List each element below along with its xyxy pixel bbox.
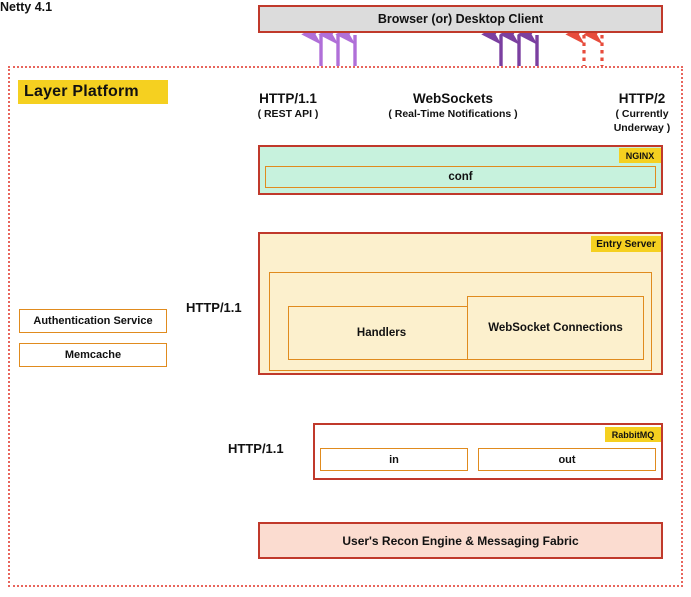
rabbitmq-in-queue[interactable]: in [320,448,468,471]
protocol-subtitle-line2: Underway ) [613,122,671,134]
protocol-label-websockets: WebSockets ( Real-Time Notifications ) [358,90,548,121]
protocol-title: WebSockets [412,91,494,106]
protocol-label-http11-rest: HTTP/1.1 ( REST API ) [228,90,348,121]
recon-engine-label: User's Recon Engine & Messaging Fabric [342,533,579,548]
page-title: Layer Platform [18,80,168,104]
rabbitmq-out-label: out [558,453,576,466]
authentication-service-label: Authentication Service [33,315,153,327]
protocol-title: HTTP/2 [618,91,666,106]
handlers-box[interactable]: Handlers [288,306,475,360]
rabbitmq-out-queue[interactable]: out [478,448,656,471]
nginx-conf-box[interactable]: conf [265,166,656,188]
client-label: Browser (or) Desktop Client [377,12,544,26]
nginx-tag: NGINX [619,148,661,163]
service-link-label: HTTP/1.1 [186,300,242,315]
memcache-box[interactable]: Memcache [19,343,167,367]
protocol-label-http2: HTTP/2 ( Currently Underway ) [597,90,687,135]
browser-desktop-client-box[interactable]: Browser (or) Desktop Client [258,5,663,33]
nginx-conf-label: conf [448,171,473,183]
handlers-label: Handlers [356,327,407,339]
netty-title: Netty 4.1 [0,0,53,14]
protocol-subtitle: ( Currently [615,108,669,120]
rabbitmq-in-label: in [389,453,399,466]
protocol-subtitle: ( Real-Time Notifications ) [388,108,518,120]
queue-link-label: HTTP/1.1 [228,441,284,456]
websocket-connections-box[interactable]: WebSocket Connections [467,296,644,360]
protocol-subtitle: ( REST API ) [257,108,319,120]
websocket-connections-label: WebSocket Connections [488,322,623,334]
memcache-label: Memcache [64,349,122,361]
recon-engine-box[interactable]: User's Recon Engine & Messaging Fabric [258,522,663,559]
protocol-title: HTTP/1.1 [259,91,317,106]
entry-server-tag: Entry Server [591,236,661,252]
rabbitmq-tag: RabbitMQ [605,427,661,442]
authentication-service-box[interactable]: Authentication Service [19,309,167,333]
